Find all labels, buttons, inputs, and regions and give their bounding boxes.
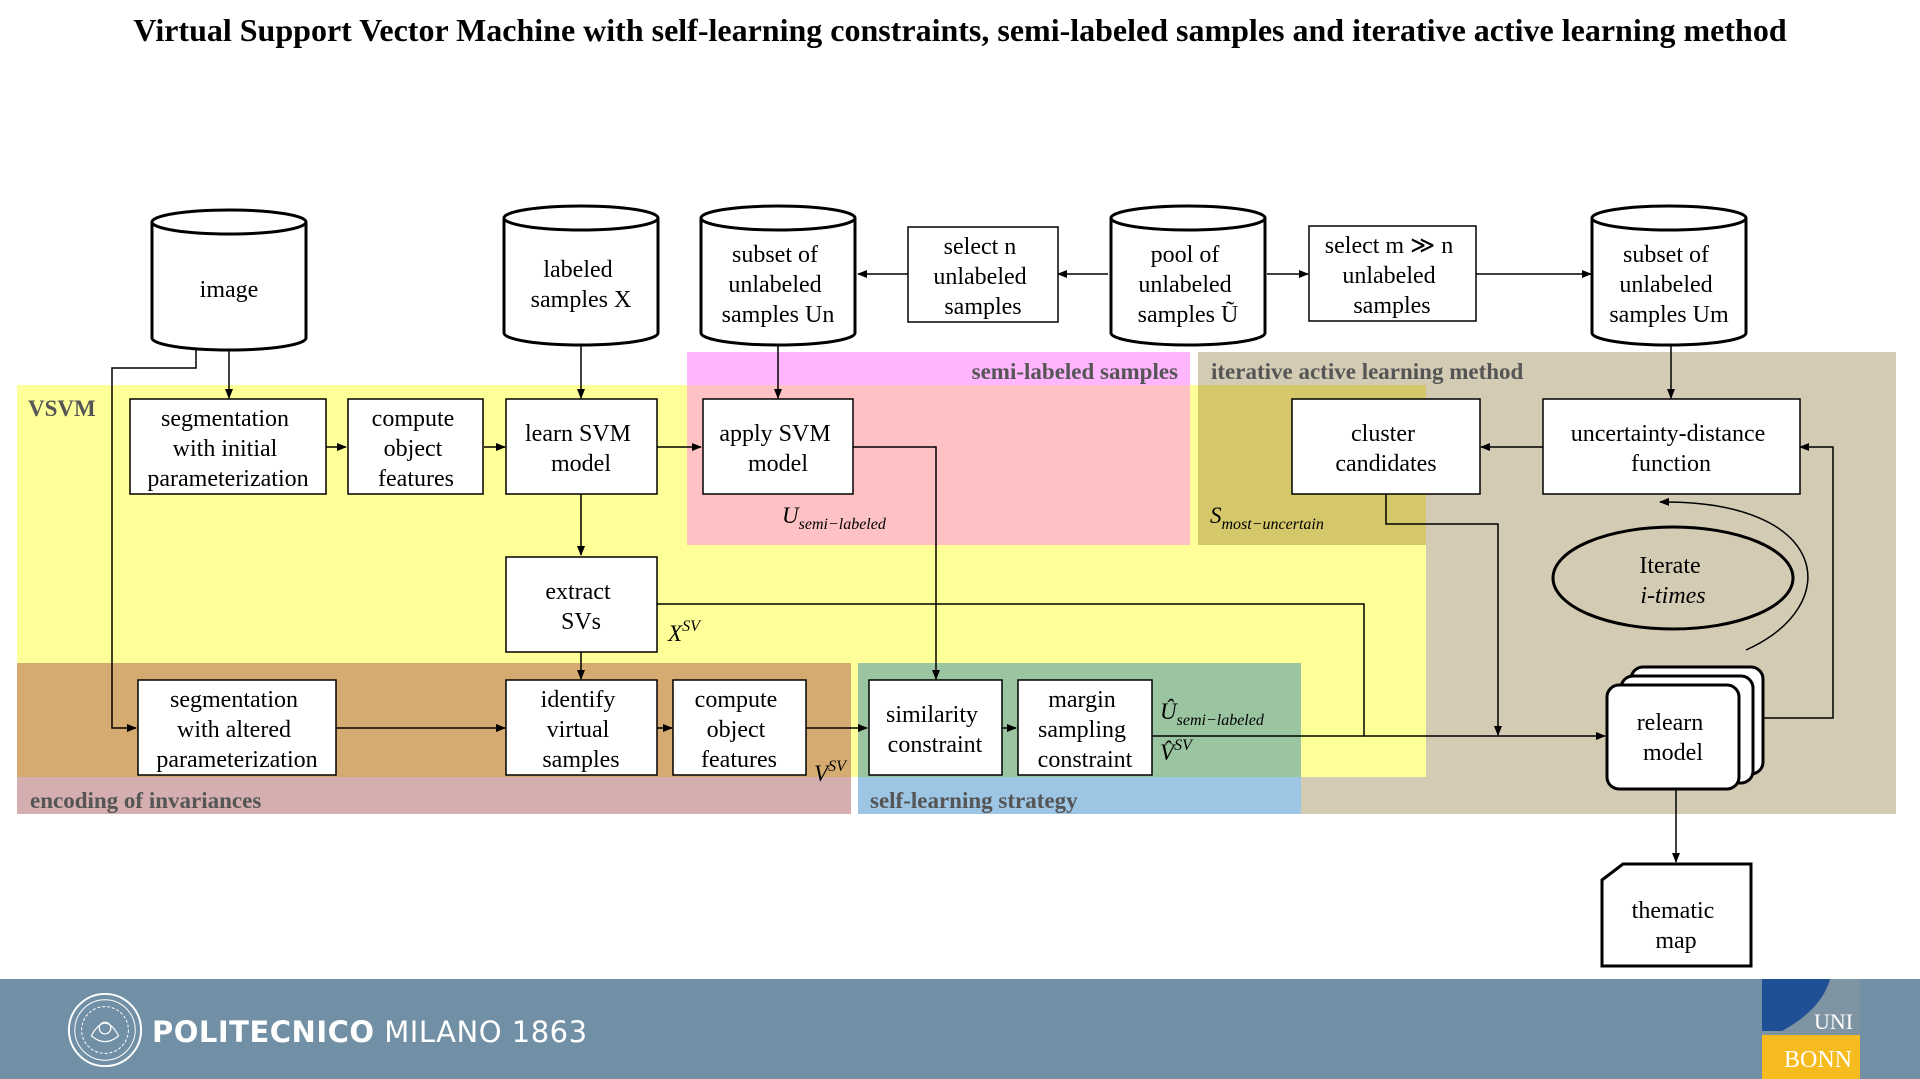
diagram-title: Virtual Support Vector Machine with self…: [133, 12, 1787, 48]
svg-text:compute object fea: compute object features: [372, 406, 461, 492]
svg-text:Iterate i-times: Iterate i-times: [1639, 553, 1706, 609]
arrow-relearn-to-uncertainty: [1763, 443, 1834, 719]
svg-text:apply SVM model: apply SVM model: [719, 421, 836, 477]
node-seg-initial: segmentation with initial parameterizati…: [129, 398, 327, 495]
region-label-self-learning: self-learning strategy: [870, 788, 1078, 813]
node-compute-features-2: compute object features: [672, 679, 807, 776]
region-label-vsvm: VSVM: [28, 396, 96, 421]
svg-text:labeled samples X: labeled samples X: [531, 257, 632, 313]
flow-diagram: VSVM semi-labeled samples iterative acti…: [17, 204, 1896, 968]
svg-text:select n unlabeled: select n unlabeled samples: [933, 234, 1032, 320]
region-label-active-learning: iterative active learning method: [1211, 359, 1524, 384]
node-relearn: relearn model: [1605, 665, 1765, 791]
arrow-cluster-to-relearn: [1385, 493, 1502, 736]
node-learn-svm: learn SVM model: [505, 398, 658, 495]
svg-text:relearn model: relearn model: [1637, 710, 1710, 766]
node-similarity: similarity constraint: [868, 679, 1003, 776]
svg-text:UNI: UNI: [1814, 1009, 1853, 1034]
node-image: image: [150, 208, 308, 352]
node-apply-svm: apply SVM model: [702, 398, 854, 495]
label-u-semi-labeled: Usemi−labeled: [782, 503, 887, 533]
svg-text:segmentation with altere: segmentation with altered parameterizati…: [156, 687, 317, 773]
svg-text:compute object fea: compute object features: [695, 687, 784, 773]
region-label-invariances: encoding of invariances: [30, 788, 261, 813]
region-invariances-band: [17, 777, 851, 814]
node-select-m: select m ≫ n unlabeled samples: [1308, 225, 1477, 322]
label-s-most-uncertain: Smost−uncertain: [1210, 503, 1324, 533]
svg-text:similarity constraint: similarity constraint: [886, 702, 984, 758]
node-seg-altered: segmentation with altered parameterizati…: [137, 679, 337, 776]
node-cluster: cluster candidates: [1291, 398, 1481, 495]
svg-text:identify virtual s: identify virtual samples: [541, 687, 622, 773]
svg-text:subset of unlabeled: subset of unlabeled samples Um: [1609, 242, 1729, 328]
arrow-iterate-loop: [1659, 497, 1809, 651]
svg-text:pool of unlabeled: pool of unlabeled samples Ũ: [1138, 242, 1239, 328]
arrow-apply-to-similarity: [852, 446, 940, 680]
svg-text:select m ≫ n unlabeled: select m ≫ n unlabeled samples: [1325, 233, 1459, 319]
node-compute-features-1: compute object features: [347, 398, 484, 495]
label-u-hat-semi-labeled: Ûsemi−labeled: [1160, 698, 1265, 729]
svg-text:segmentation with initia: segmentation with initial parameterizati…: [147, 406, 308, 492]
region-self-learning-band: [858, 777, 1301, 814]
node-iterate: Iterate i-times: [1551, 525, 1795, 631]
node-subset-un: subset of unlabeled samples Un: [699, 204, 857, 347]
svg-text:thematic map: thematic map: [1632, 898, 1721, 954]
uni-bonn-logo-icon: UNI BONN: [1762, 979, 1860, 1079]
node-identify-virtual: identify virtual samples: [505, 679, 658, 776]
node-labeled-samples: labeled samples X: [502, 204, 660, 347]
node-subset-um: subset of unlabeled samples Um: [1590, 204, 1748, 347]
region-label-semi-labeled: semi-labeled samples: [972, 359, 1178, 384]
arrow-image-to-seg-altered: [111, 350, 197, 732]
label-x-sv: XSV: [667, 618, 702, 646]
node-thematic-map: thematic map: [1600, 862, 1753, 968]
svg-text:cluster candidates: cluster candidates: [1335, 421, 1436, 477]
svg-text:margin sampling co: margin sampling constraint: [1038, 687, 1133, 773]
svg-text:extract SVs: extract SVs: [545, 579, 616, 635]
node-uncertainty: uncertainty-distance function: [1542, 398, 1801, 495]
svg-text:BONN: BONN: [1784, 1047, 1852, 1073]
svg-text:learn SVM model: learn SVM model: [525, 421, 637, 477]
region-semi-labeled-header: [687, 352, 1190, 385]
node-select-n: select n unlabeled samples: [907, 226, 1059, 323]
node-extract-svs: extract SVs: [505, 556, 658, 653]
politecnico-seal-icon: [67, 992, 143, 1068]
label-v-sv: VSV: [814, 758, 848, 786]
node-pool: pool of unlabeled samples Ũ: [1109, 204, 1267, 347]
svg-text:image: image: [200, 277, 259, 303]
arrow-extract-to-relearn: [657, 603, 1606, 740]
footer-bar: POLITECNICO MILANO 1863 UNI BONN: [0, 979, 1920, 1079]
node-margin: margin sampling constraint: [1017, 679, 1153, 776]
svg-text:uncertainty-distance fun: uncertainty-distance function: [1571, 421, 1772, 477]
svg-text:subset of unlabeled: subset of unlabeled samples Un: [722, 242, 835, 328]
label-v-hat-sv: V̂SV: [1160, 737, 1194, 765]
politecnico-wordmark: POLITECNICO MILANO 1863: [152, 1015, 588, 1049]
